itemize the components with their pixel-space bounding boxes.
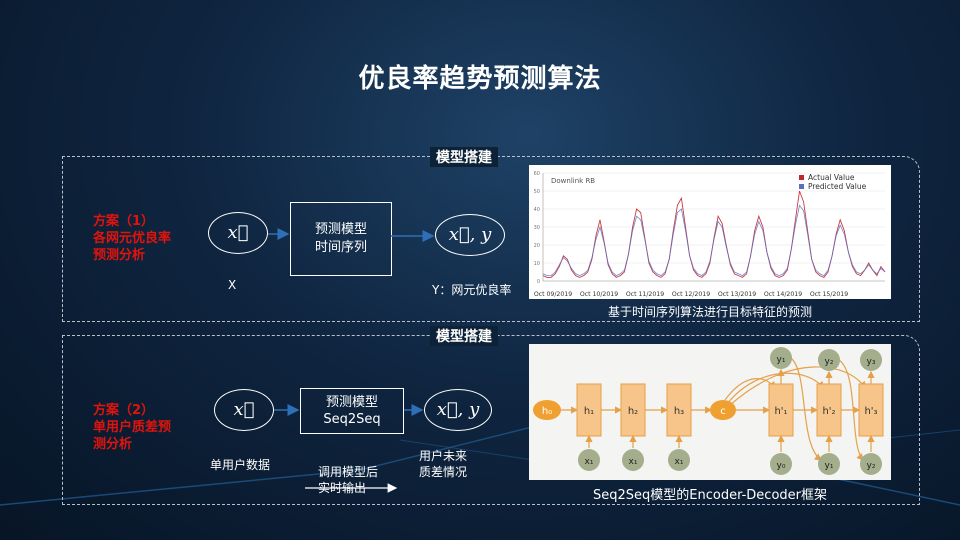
seq2seq-diagram-panel: h₀ h₁ h₂ h₃ c h'₁ h'₂ h'₃ x₁ x₁ x₁ y₁ y₂…: [529, 344, 891, 480]
x-tick-label: Oct 13/2019: [718, 291, 756, 298]
decoder-input-label: y₀: [777, 461, 786, 471]
output-node-2: x⃗, y: [424, 389, 492, 431]
input-x-node: [622, 449, 644, 471]
section1-plan-label: 方案（1） 各网元优良率 预测分析: [93, 213, 171, 264]
input-vector-node: x⃗: [208, 212, 268, 254]
input-x-label: x₁: [629, 457, 638, 467]
decoder-input-label: y₂: [867, 461, 876, 471]
h0-label: h₀: [542, 406, 552, 417]
decoder-h3: [858, 383, 884, 437]
x-tick-label: Oct 15/2019: [810, 291, 848, 298]
input-x-label: x₁: [675, 457, 684, 467]
y-tick-label: 50: [534, 189, 540, 195]
legend-label: Predicted Value: [808, 182, 867, 191]
output-label-2: 用户未来 质差情况: [419, 448, 467, 480]
output-y-label: y₁: [777, 355, 786, 365]
realtime-output-label: 调用模型后 实时输出: [318, 464, 378, 496]
input-x-node: [668, 449, 690, 471]
model-line: 时间序列: [314, 240, 367, 255]
decoder-h2-label: h'₂: [822, 406, 835, 417]
output-y-node: [770, 347, 792, 369]
plan-line: 预测分析: [93, 248, 146, 263]
x-tick-label: Oct 14/2019: [764, 291, 802, 298]
model-line: 预测模型: [325, 395, 378, 410]
decoder-input-node: [860, 453, 882, 475]
y-tick-label: 10: [534, 261, 540, 267]
context-label: c: [720, 406, 726, 417]
section2-heading: 模型搭建: [430, 326, 498, 346]
seq2seq-diagram: h₀ h₁ h₂ h₃ c h'₁ h'₂ h'₃ x₁ x₁ x₁ y₁ y₂…: [533, 347, 884, 475]
output-label: Y：网元优良率: [432, 283, 512, 297]
output-y-node: [818, 349, 840, 371]
input-vector-node-2: x⃗: [214, 389, 274, 431]
x-tick-label: Oct 12/2019: [672, 291, 710, 298]
plan-line: 单用户质差预: [93, 420, 172, 435]
section1-heading: 模型搭建: [430, 147, 498, 167]
chart-title: Downlink RB: [551, 177, 595, 185]
y-tick-label: 30: [534, 225, 540, 231]
call-line: 调用模型后: [318, 465, 379, 479]
model-box-2: 预测模型 Seq2Seq: [300, 388, 404, 434]
x-tick-label: Oct 11/2019: [626, 291, 664, 298]
encoder-h2: [620, 383, 646, 437]
model-line: Seq2Seq: [323, 412, 381, 427]
y-tick-label: 40: [534, 207, 540, 213]
x-tick-label: Oct 10/2019: [580, 291, 618, 298]
y-tick-label: 0: [537, 279, 540, 285]
decoder-input-label: y₁: [825, 461, 834, 471]
output-y-node: [860, 349, 882, 371]
decoder-h1-label: h'₁: [774, 406, 787, 417]
plan-line: 方案（1）: [93, 214, 155, 229]
input-x-label: x₁: [585, 457, 594, 467]
decoder-h1: [768, 383, 794, 437]
encoder-h3-label: h₃: [674, 406, 684, 417]
model-line: 预测模型: [314, 222, 367, 237]
call-line: 实时输出: [318, 481, 367, 495]
input-x-node: [578, 449, 600, 471]
y-tick-label: 20: [534, 243, 540, 249]
plan-line: 各网元优良率: [93, 231, 172, 246]
h0-node: [533, 400, 561, 420]
output-line: 用户未来: [419, 449, 468, 463]
series-line-predicted: [542, 204, 886, 277]
section2-plan-label: 方案（2） 单用户质差预 测分析: [93, 402, 171, 453]
legend-swatch: [799, 175, 804, 180]
decoder-h3-label: h'₃: [864, 406, 877, 417]
context-node: [710, 400, 736, 420]
legend-swatch: [799, 184, 804, 189]
plan-line: 测分析: [93, 437, 133, 452]
encoder-h3: [666, 383, 692, 437]
legend-label: Actual Value: [808, 173, 855, 182]
encoder-h1: [576, 383, 602, 437]
model-box: 预测模型 时间序列: [290, 202, 392, 276]
decoder-h2: [816, 383, 842, 437]
encoder-h2-label: h₂: [628, 406, 638, 417]
output-y-label: y₃: [867, 357, 876, 367]
output-line: 质差情况: [419, 465, 468, 479]
output-node: x⃗, y: [435, 214, 505, 256]
input-label-2: 单用户数据: [210, 458, 271, 472]
encoder-h1-label: h₁: [584, 406, 594, 417]
decoder-input-node: [818, 453, 840, 475]
plan-line: 方案（2）: [93, 403, 155, 418]
x-tick-label: Oct 09/2019: [534, 291, 572, 298]
output-y-label: y₂: [825, 357, 834, 367]
page-title: 优良率趋势预测算法: [358, 64, 602, 94]
input-label: X: [228, 278, 237, 292]
section1-caption: 基于时间序列算法进行目标特征的预测: [607, 305, 812, 319]
decoder-input-node: [770, 453, 792, 475]
y-tick-label: 60: [534, 171, 540, 177]
section2-caption: Seq2Seq模型的Encoder-Decoder框架: [593, 488, 827, 503]
series-line-actual: [542, 190, 886, 278]
